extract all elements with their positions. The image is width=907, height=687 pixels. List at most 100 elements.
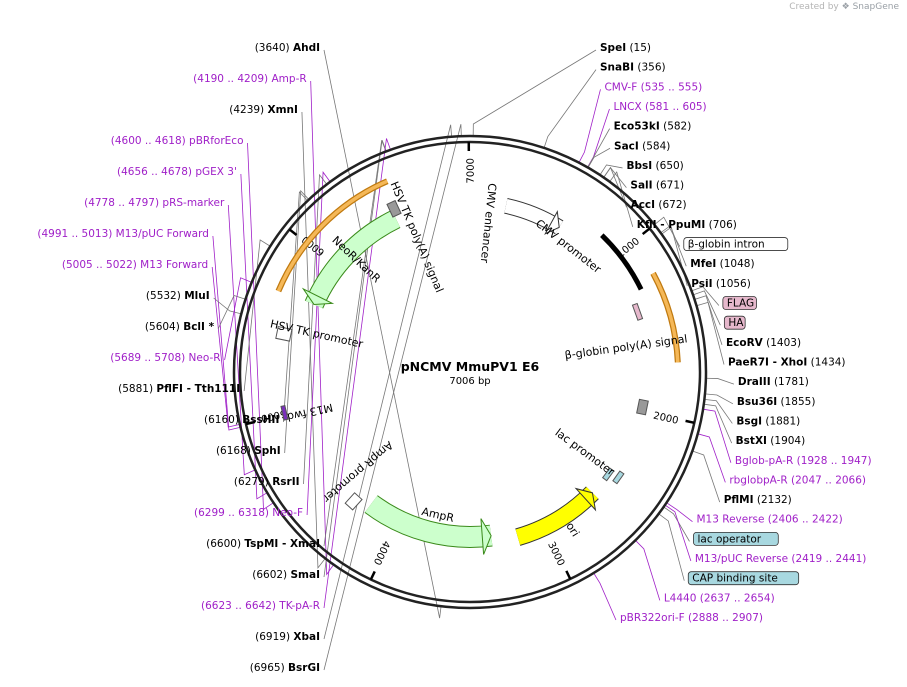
site-label-rsrii: (6279) RsrII [234,476,300,488]
label-text: BbsI (650) [627,160,684,172]
label-text: (5881) PflFI - Tth111I [118,383,240,395]
enzyme-position: (671) [653,180,685,192]
tick-mark [685,419,695,425]
site-label-flag: FLAG [722,296,757,310]
feature-layer [275,178,681,555]
label-text: SalI (671) [630,180,684,192]
site-label-xmni: (4239) XmnI [229,104,298,116]
enzyme-position: (15) [626,42,651,54]
label-text: rbglobpA-R (2047 .. 2066) [729,474,866,486]
label-text: (5532) MluI [146,290,210,302]
label-box [683,237,789,251]
leader-spei [472,49,597,137]
neor-kanr-arrow-arrowhead [301,287,335,305]
leader-neo-r [224,277,252,361]
leader-prs-marker [227,204,256,476]
plasmid-length: 7006 bp [449,376,490,387]
enzyme-name: AhdI [293,42,320,54]
site-label-ahdi: (3640) AhdI [255,42,320,54]
tick-mark [369,570,376,581]
site-label-bglob-pa-r: Bglob-pA-R (1928 .. 1947) [735,455,872,467]
enzyme-name: MluI [184,290,209,302]
site-label-bsshii: (6160) BssHII [204,414,279,426]
site-label-paer7i-xhoi: PaeR7I - XhoI (1434) [728,356,846,368]
label-text: PaeR7I - XhoI (1434) [728,356,846,368]
leader-snabi [543,69,597,149]
leader-bsgi [704,398,733,424]
label-text: (4778 .. 4797) pRS-marker [84,197,225,209]
label-text: (6965) BsrGI [250,662,320,674]
tick-mark [245,420,256,426]
label-text: (5689 .. 5708) Neo-R [110,352,220,364]
enzyme-position: (1781) [771,376,809,388]
feature-label-cmv-promoter: CMV promoter [533,217,604,276]
site-label-snabi: SnaBI (356) [600,62,666,74]
leader-xbai [323,124,453,640]
leader-mlui [213,297,242,315]
enzyme-name: BbsI [627,160,653,172]
site-label-kfli-ppumi: KflI - PpuMI (706) [637,219,737,231]
label-text: SacI (584) [614,140,670,152]
label-text: M13 Reverse (2406 .. 2422) [696,514,842,526]
label-text: (3640) AhdI [255,42,320,54]
label-text: L4440 (2637 .. 2654) [664,592,775,604]
label-text: BstXI (1904) [736,435,806,447]
site-label-bsrgi: (6965) BsrGI [250,662,320,674]
site-label-ecorv: EcoRV (1403) [726,337,801,349]
feature-label-hsv-tk-poly-a-signal: HSV TK poly(A) signal [388,180,446,295]
enzyme-name: SpeI [600,42,626,54]
label-text: (5005 .. 5022) M13 Forward [62,259,208,271]
enzyme-name: KflI - PpuMI [637,219,706,231]
hsv-tk-polya-marker [386,199,402,218]
site-label-neo-f: (6299 .. 6318) Neo-F [194,507,303,519]
label-text: BsgI (1881) [736,415,800,427]
label-text: (6168) SphI [216,445,281,457]
m13-fwd-marker [280,404,289,421]
label-text: β-globin intron [688,239,765,251]
enzyme-position: (4239) [229,104,267,116]
enzyme-position: (6279) [234,476,272,488]
enzyme-position: (5532) [146,290,184,302]
leader-mfei [660,225,687,267]
site-label-saci: SacI (584) [614,140,670,152]
feature-label-globin-poly-a-signal: β-globin poly(A) signal [564,332,688,362]
site-label-pflmi: PflMI (2132) [724,494,792,506]
leader-kfli-ppumi [609,171,634,228]
site-label-mfei: MfeI (1048) [690,258,754,270]
label-box [722,296,757,310]
leader-paer7i-xhoi [696,301,725,365]
leader-xmni [301,111,326,570]
label-text: PsiI (1056) [691,278,751,290]
label-box [723,315,746,330]
enzyme-name: SnaBI [600,62,634,74]
label-text: (4656 .. 4678) pGEX 3' [117,166,237,178]
enzyme-name: AccI [631,199,655,211]
tick-mark [565,570,572,580]
site-label-smai: (6602) SmaI [252,569,320,581]
leader-sphi [284,189,310,454]
enzyme-position: (5604) [145,321,183,333]
label-text: FLAG [727,298,754,310]
site-label-lac-operator: lac operator [693,531,779,546]
label-text: MfeI (1048) [690,258,754,270]
enzyme-position: (6600) [206,538,244,550]
leader-saci [587,147,611,168]
label-text: AccI (672) [631,199,687,211]
enzyme-position: (6168) [216,445,254,457]
label-text: (6602) SmaI [252,569,320,581]
leader-pgex-3 [240,173,268,500]
enzyme-name: PaeR7I - XhoI [728,356,807,368]
site-label-pbrforeco: (4600 .. 4618) pBRforEco [111,135,244,147]
ampr-arrow [365,495,493,547]
credit-brand: SnapGene [852,2,899,12]
leader-pflmi [692,450,721,503]
tick-mark [641,227,651,236]
leader-bglob-pa-r [702,408,732,463]
leader-bsrgi [323,124,462,671]
enzyme-name: SmaI [291,569,321,581]
label-text: PflMI (2132) [724,494,792,506]
tick-label: 3000 [545,540,566,568]
site-label-cap-binding-site: CAP binding site [687,571,800,586]
site-label-pbr322ori-f: pBR322ori-F (2888 .. 2907) [620,612,763,624]
